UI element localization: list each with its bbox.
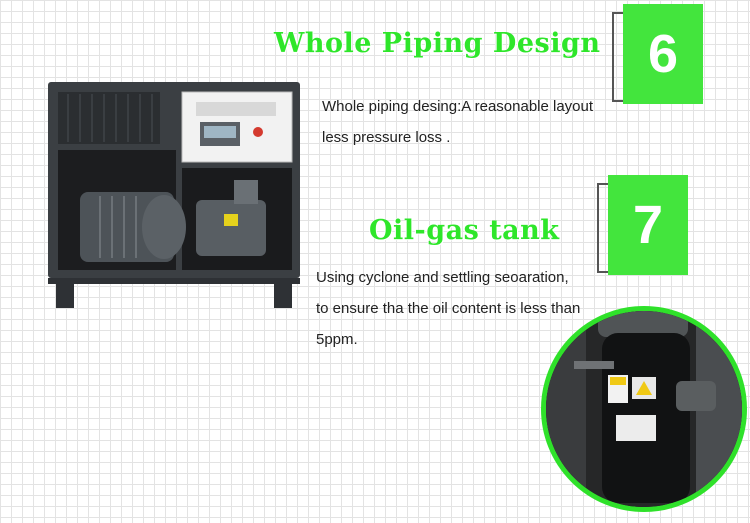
section-number-badge-6: 6 [623,4,703,104]
oil-gas-tank-image [541,306,747,512]
description-line: less pressure loss . [322,129,451,146]
section-title-oil-gas-tank: Oil-gas tank [369,215,560,246]
description-line: 5ppm. [316,331,358,348]
air-compressor-image [48,82,300,308]
section-number-badge-7: 7 [608,175,688,275]
section-description-oil-gas-tank: Using cyclone and settling seoaration, t… [316,262,616,355]
description-lead: Whole piping desing: [322,98,462,115]
section-title-piping: Whole Piping Design [274,28,601,59]
description-line: Using cyclone and settling seoaration, [316,269,569,286]
description-line: to ensure tha the oil content is less th… [316,300,581,317]
description-rest: A reasonable layout [461,98,594,115]
description-line: Whole piping desing:A reasonable layout [322,91,607,122]
section-description-piping: Whole piping desing:A reasonable layout … [322,91,607,153]
